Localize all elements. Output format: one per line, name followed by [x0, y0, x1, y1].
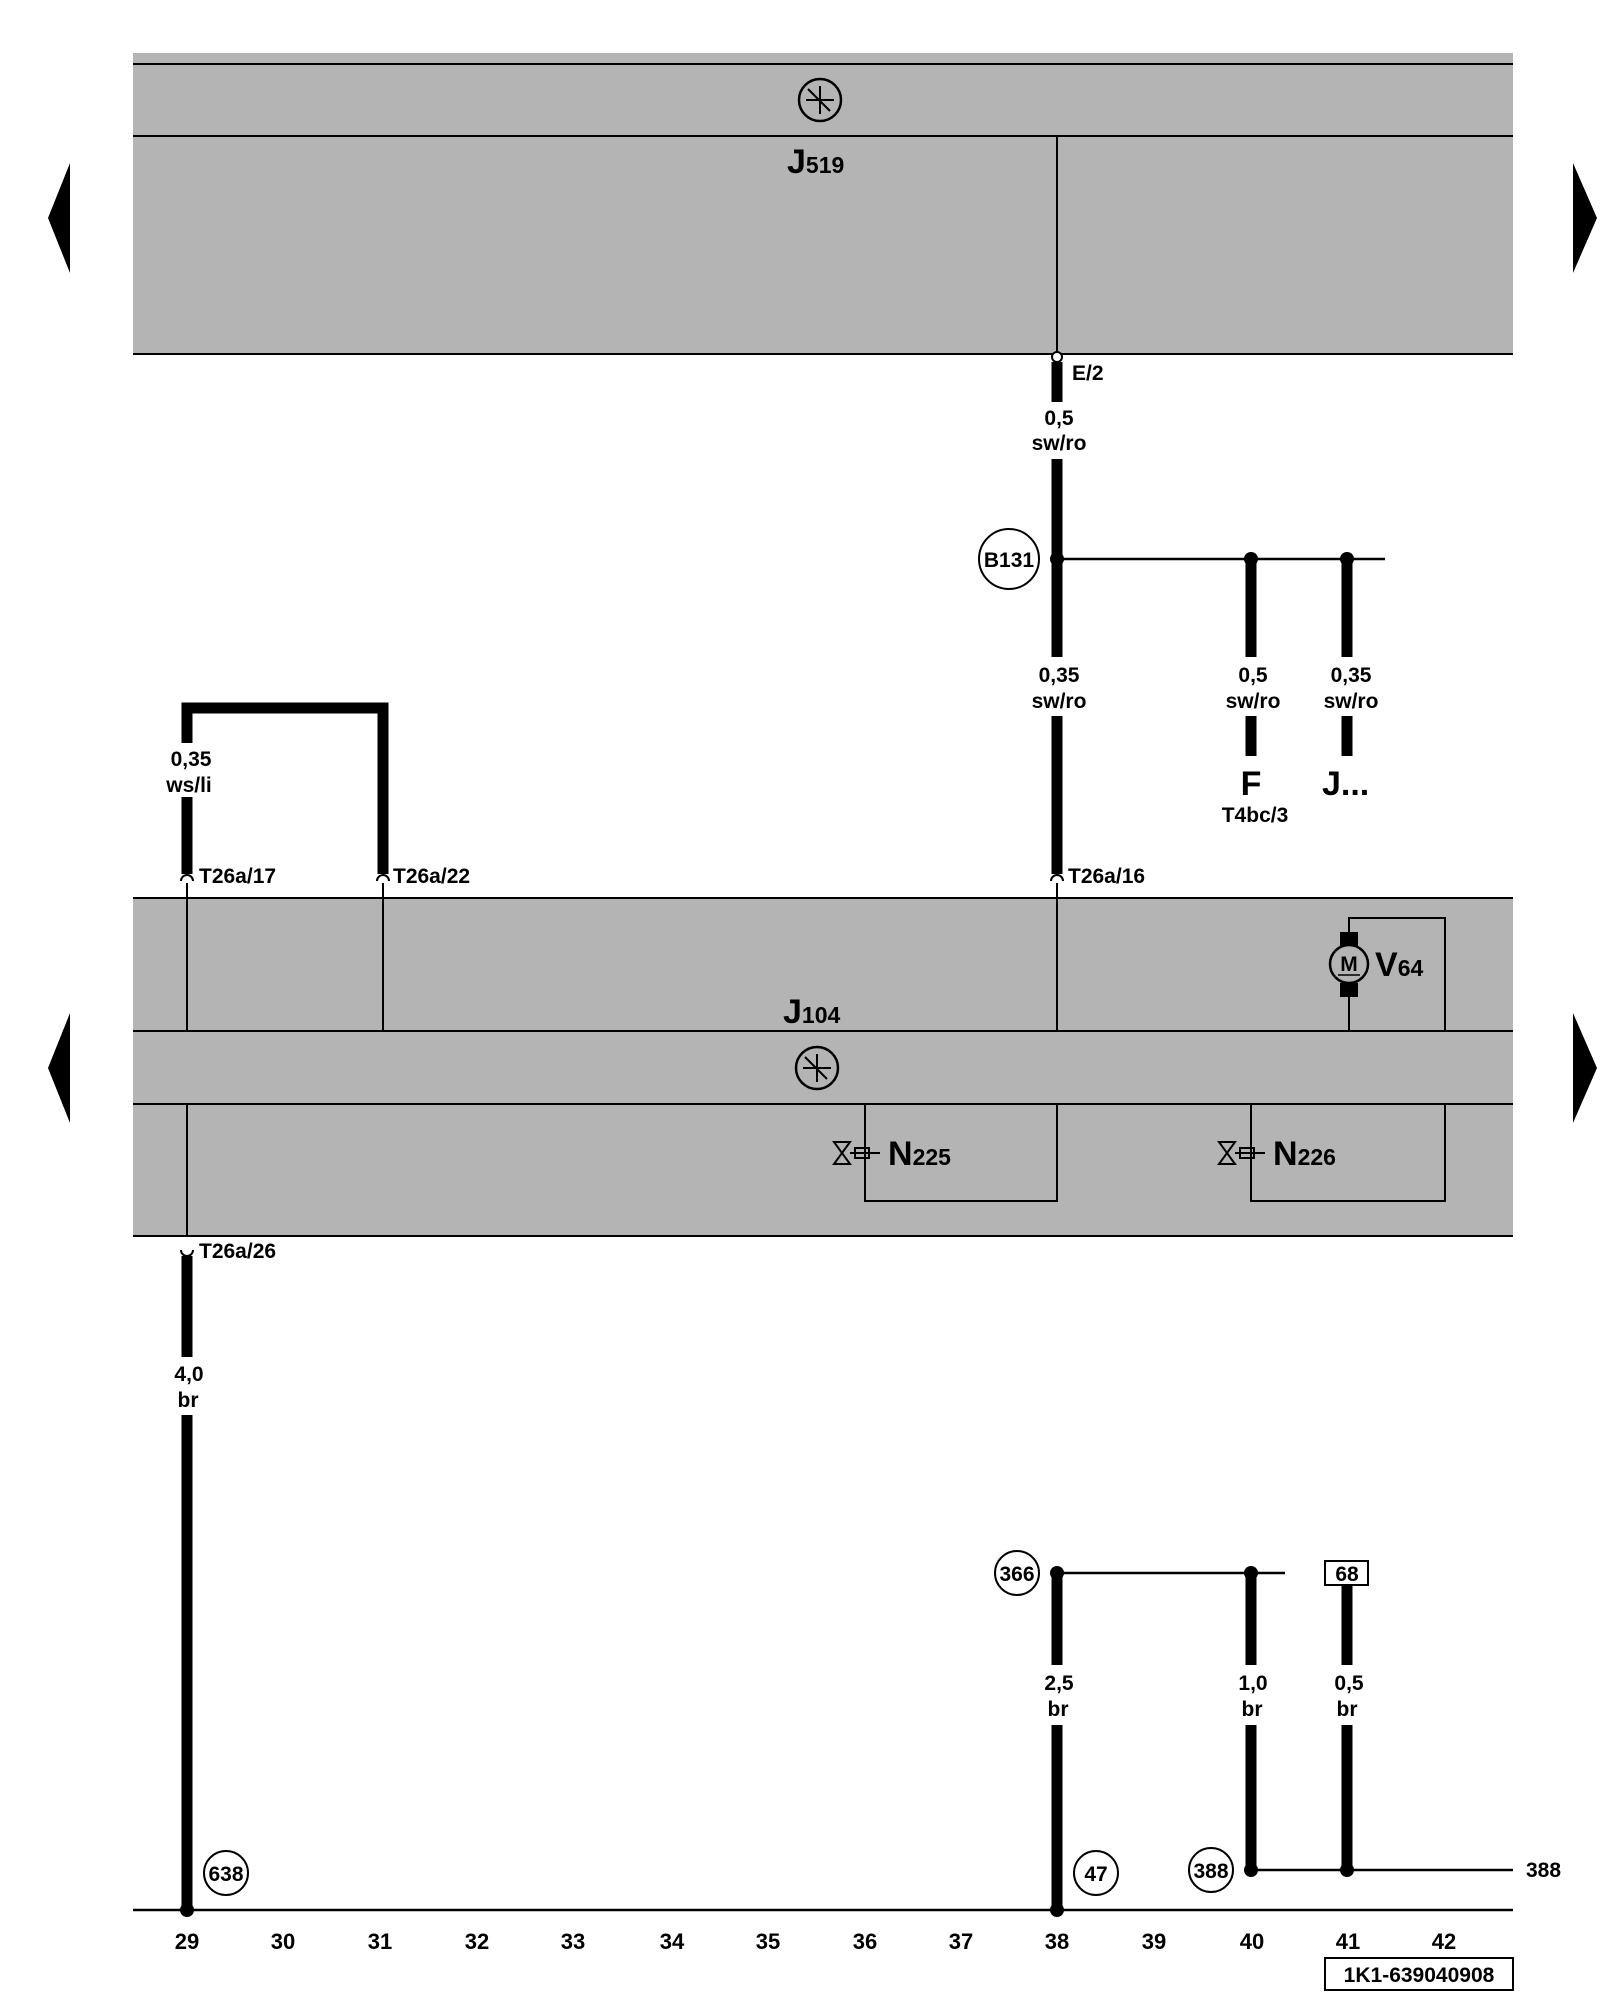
wire-j-color: sw/ro — [1324, 690, 1379, 713]
wire-366-size: 2,5 — [1044, 1672, 1074, 1695]
n225-label: N225 — [888, 1135, 951, 1173]
component-f-pin: T4bc/3 — [1222, 804, 1289, 827]
connector-t26a17-label: T26a/17 — [199, 865, 276, 888]
connector-t26a22-label: T26a/22 — [393, 865, 470, 888]
motor-symbol: M — [1340, 953, 1358, 976]
position-scale: 29 30 31 32 33 34 35 36 37 38 39 40 41 4… — [175, 1929, 1456, 1954]
n226-valve: N226 — [1217, 1104, 1446, 1202]
next-page-arrow-bottom[interactable] — [1573, 1013, 1597, 1123]
prev-page-arrow-bottom[interactable] — [48, 1013, 70, 1123]
splice-388-node — [1244, 1863, 1258, 1877]
splice-388-node-41 — [1340, 1863, 1354, 1877]
connector-t26a17-pin — [180, 874, 194, 882]
valve-icon-2 — [1217, 1141, 1265, 1165]
splice-388-circle — [1188, 1847, 1234, 1893]
ground-ref-47 — [1073, 1850, 1119, 1896]
component-f-label: F — [1241, 765, 1262, 803]
v64-label: V64 — [1375, 946, 1423, 984]
wire-388-size: 1,0 — [1238, 1672, 1267, 1695]
doc-code-box — [1324, 1957, 1514, 1991]
splice-b131-label: B131 — [984, 549, 1035, 572]
position-37: 37 — [949, 1929, 973, 1954]
valve-icon — [832, 1141, 880, 1165]
next-page-arrow-top[interactable] — [1573, 163, 1597, 273]
position-35: 35 — [756, 1929, 780, 1954]
continue-388-label: 388 — [1526, 1859, 1561, 1882]
module-j519: J519 — [133, 53, 1513, 355]
position-32: 32 — [465, 1929, 489, 1954]
position-29: 29 — [175, 1929, 199, 1954]
position-33: 33 — [561, 1929, 585, 1954]
position-36: 36 — [853, 1929, 877, 1954]
wire-j-size: 0,35 — [1331, 664, 1372, 687]
position-40: 40 — [1240, 1929, 1264, 1954]
wire-bridge-size: 0,35 — [171, 748, 212, 771]
position-30: 30 — [271, 1929, 295, 1954]
motor-icon — [1328, 943, 1370, 985]
ground-ref-638-label: 638 — [208, 1863, 243, 1886]
ground-ref-638 — [203, 1850, 249, 1896]
splice-366-circle — [994, 1550, 1040, 1596]
wire-ground-color: br — [178, 1389, 199, 1412]
connector-t26a16-pin — [1050, 874, 1064, 882]
ref-box-68-label: 68 — [1335, 1563, 1359, 1586]
ground-ref-47-label: 47 — [1084, 1863, 1107, 1886]
doc-code-label: 1K1-639040908 — [1344, 1964, 1495, 1987]
connector-t26a26-pin — [180, 1249, 194, 1257]
wire-b131-size: 0,35 — [1039, 664, 1080, 687]
splice-388-label: 388 — [1193, 1860, 1228, 1883]
wire-68-color: br — [1337, 1698, 1358, 1721]
position-38: 38 — [1045, 1929, 1069, 1954]
v64-motor: M V64 — [1328, 917, 1446, 1031]
position-34: 34 — [660, 1929, 685, 1954]
electronic-module-icon — [797, 77, 843, 123]
wire-366-color: br — [1048, 1698, 1069, 1721]
connector-e2-pin — [1051, 351, 1063, 363]
splice-b131-circle — [978, 528, 1040, 590]
connector-e2-label: E/2 — [1072, 362, 1104, 385]
wire-e2-color: sw/ro — [1032, 432, 1087, 455]
wire-e2-size: 0,5 — [1044, 407, 1074, 430]
electronic-module-icon-j104 — [794, 1045, 840, 1091]
position-31: 31 — [368, 1929, 392, 1954]
module-j104: J104 M V64 N225 — [133, 883, 1513, 1237]
connector-t26a26-label: T26a/26 — [199, 1240, 276, 1263]
wire-ground-size: 4,0 — [174, 1363, 203, 1386]
j104-label: J104 — [783, 993, 841, 1031]
component-j-label: J... — [1322, 765, 1369, 803]
n225-valve: N225 — [832, 1104, 1058, 1202]
connector-t26a16-label: T26a/16 — [1068, 865, 1145, 888]
position-39: 39 — [1142, 1929, 1166, 1954]
wire-388-color: br — [1242, 1698, 1263, 1721]
splice-366-label: 366 — [999, 1563, 1034, 1586]
wire-f-size: 0,5 — [1238, 664, 1268, 687]
j519-label: J519 — [787, 143, 844, 181]
n226-label: N226 — [1273, 1135, 1336, 1173]
connector-t26a22-pin — [376, 874, 390, 882]
wire-bridge-color: ws/li — [165, 774, 212, 797]
wire-f-color: sw/ro — [1226, 690, 1281, 713]
wire-b131-color: sw/ro — [1032, 690, 1087, 713]
wire-68-size: 0,5 — [1334, 1672, 1364, 1695]
position-42: 42 — [1432, 1929, 1456, 1954]
prev-page-arrow-top[interactable] — [48, 163, 70, 273]
position-41: 41 — [1336, 1929, 1360, 1954]
module-j519-body — [133, 53, 1513, 354]
